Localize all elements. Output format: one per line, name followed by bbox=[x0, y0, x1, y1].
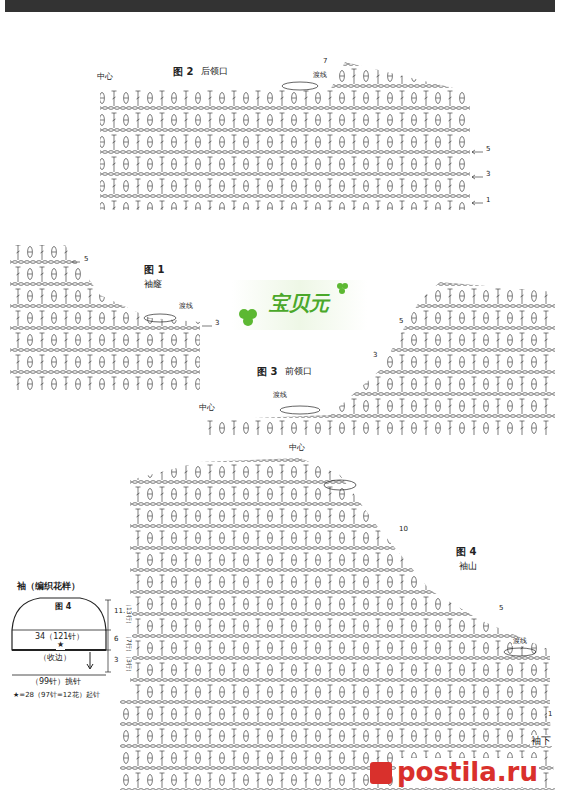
sleeve-outline bbox=[12, 598, 106, 650]
chart-label: 5 bbox=[498, 605, 504, 613]
chart-label: 3 bbox=[113, 657, 119, 665]
chart-label: 5 bbox=[398, 318, 404, 326]
chart-label: 图 4 bbox=[54, 603, 72, 612]
carry-thread bbox=[280, 406, 320, 414]
watermark: postila.ru bbox=[396, 758, 539, 787]
chart-label: 中心 bbox=[96, 73, 114, 82]
dimension-line bbox=[105, 600, 111, 672]
clover-icon bbox=[239, 283, 348, 326]
logo-mark bbox=[370, 762, 392, 784]
chart-label: 5 bbox=[83, 256, 89, 264]
chart-label: 3 bbox=[214, 320, 220, 328]
carry-thread bbox=[504, 648, 536, 656]
chart-label: 5 bbox=[485, 146, 491, 154]
chart-label: （13行） bbox=[125, 600, 132, 628]
watermark: 宝贝元 bbox=[268, 292, 330, 314]
watermark-ground bbox=[232, 280, 367, 330]
chart-label: 渡线 bbox=[272, 392, 288, 400]
chart-label: 渡线 bbox=[512, 638, 528, 646]
chart-label: 图 4 bbox=[455, 546, 477, 557]
chart-label: （99针）挑针 bbox=[30, 678, 82, 687]
header-bar bbox=[5, 0, 555, 12]
carry-thread bbox=[282, 82, 318, 90]
chart-label: 渡线 bbox=[312, 72, 328, 80]
chart-label: 中心 bbox=[288, 444, 306, 453]
chart-label: 渡线 bbox=[178, 303, 194, 311]
chart-label: 图 3 bbox=[256, 366, 278, 377]
chart-label: 前领口 bbox=[284, 367, 313, 377]
chart-label: 袖下 bbox=[530, 735, 552, 746]
chart-label: 3 bbox=[485, 171, 491, 179]
chart-label: 1 bbox=[485, 197, 491, 205]
chart-label: ★ bbox=[56, 641, 65, 650]
chart-label: 图 1 bbox=[143, 264, 165, 275]
chart-label: （3行） bbox=[125, 652, 132, 676]
chart-label: 图 2 bbox=[172, 66, 194, 77]
carry-thread bbox=[144, 314, 176, 322]
row-arrows bbox=[72, 150, 552, 717]
sleeve-base bbox=[12, 675, 106, 676]
pickup-arrow bbox=[87, 652, 93, 669]
stitch-grid bbox=[120, 458, 555, 790]
chart-label: 袖山 bbox=[458, 562, 478, 572]
chart-label: 袖窿 bbox=[143, 280, 163, 290]
stitch-grid bbox=[100, 62, 470, 210]
chart-label: 1 bbox=[547, 711, 553, 719]
chart-label: 后领口 bbox=[200, 67, 229, 77]
sleeve-line bbox=[12, 630, 106, 631]
chart-label: 3 bbox=[372, 352, 378, 360]
chart-label: 10 bbox=[398, 526, 409, 534]
chart-label: 6 bbox=[113, 636, 119, 644]
stitch-grid bbox=[10, 245, 200, 390]
chart-label: 7 bbox=[322, 58, 328, 66]
chart-label: ★=28（97针=12花）起针 bbox=[12, 692, 101, 700]
carry-thread bbox=[324, 480, 356, 490]
chart-label: （收边） bbox=[38, 654, 72, 663]
chart-label: 中心 bbox=[198, 404, 216, 413]
chart-label: 袖（编织花样） bbox=[16, 582, 81, 592]
